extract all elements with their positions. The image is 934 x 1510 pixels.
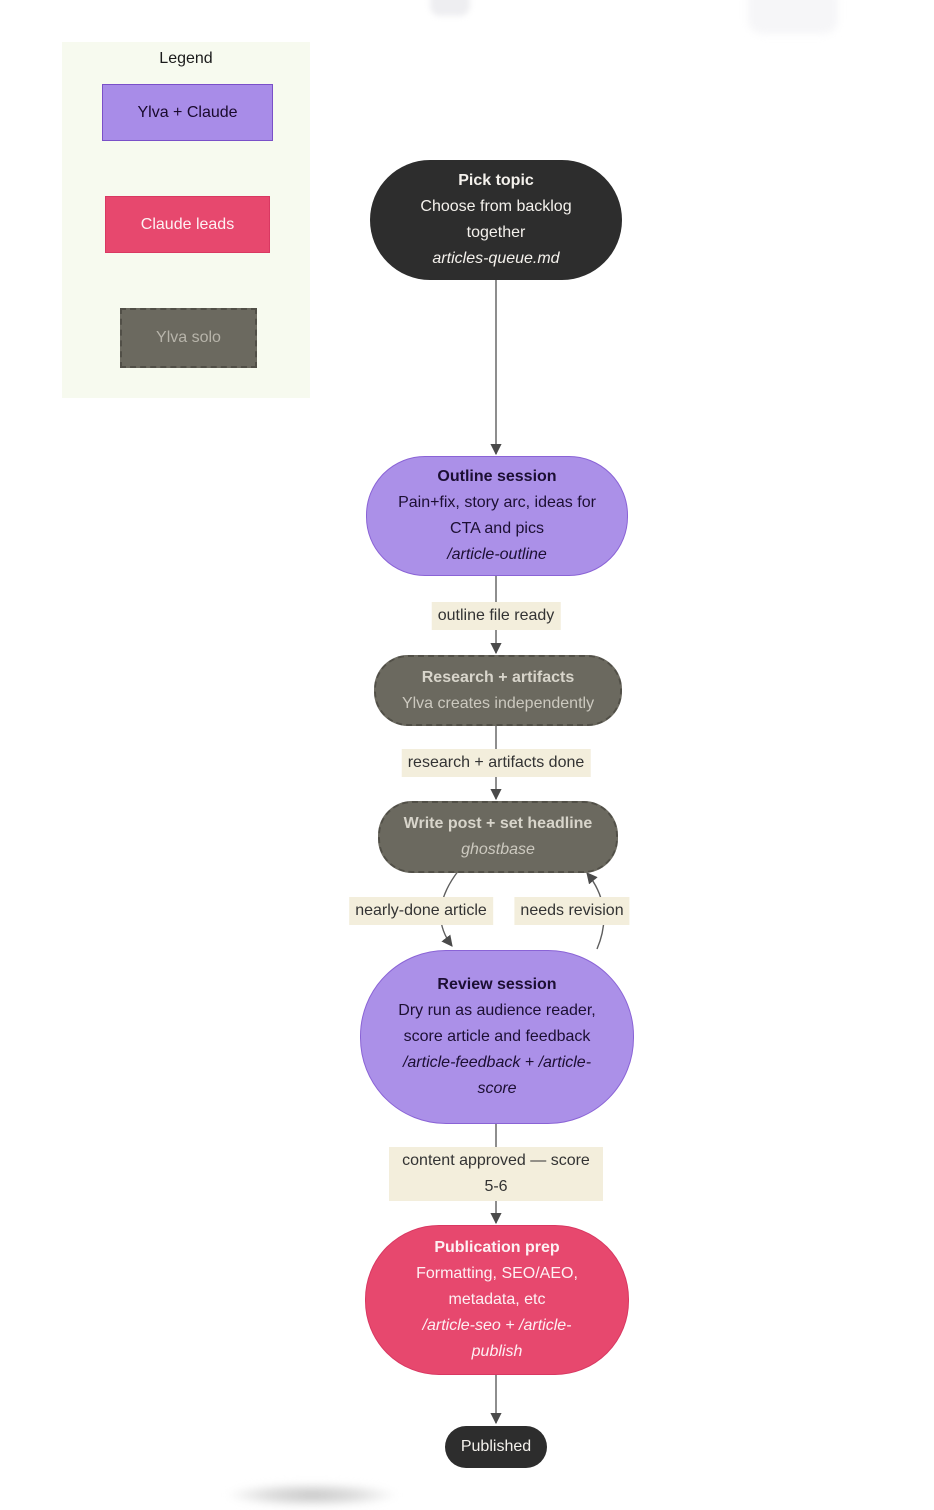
node-title: Outline session (437, 468, 557, 485)
legend-title: Legend (159, 50, 213, 67)
node-command: articles-queue.md (432, 250, 560, 267)
node-body: Formatting, SEO/AEO, metadata, etc (416, 1265, 578, 1308)
edge-label-content-approved: content approved — score 5-6 (389, 1147, 603, 1201)
node-review-session: Review session Dry run as audience reade… (360, 950, 634, 1124)
node-research-artifacts: Research + artifacts Ylva creates indepe… (374, 655, 622, 726)
node-text: Review session Dry run as audience reade… (398, 972, 596, 1102)
node-title: Research + artifacts (421, 668, 575, 686)
node-body: Ylva creates independently (401, 694, 595, 712)
node-text: Published (461, 1434, 531, 1460)
node-command: /article-feedback + /article-score (402, 1054, 592, 1097)
legend-item-claude-leads: Claude leads (105, 196, 270, 253)
node-body: Choose from backlog together (420, 198, 572, 241)
node-text: Outline session Pain+fix, story arc, ide… (388, 464, 606, 568)
edge-label-nearly-done-article: nearly-done article (349, 897, 493, 925)
node-outline-session: Outline session Pain+fix, story arc, ide… (366, 456, 628, 576)
node-title: Review session (437, 976, 557, 993)
node-title: Published (460, 1438, 532, 1455)
edge-label-research-artifacts-done: research + artifacts done (401, 749, 591, 777)
node-published: Published (445, 1426, 547, 1468)
legend-box: Legend Ylva + Claude Claude leads Ylva s… (62, 42, 310, 398)
node-publication-prep: Publication prep Formatting, SEO/AEO, me… (365, 1225, 629, 1375)
node-title: Pick topic (458, 172, 534, 189)
node-text: Research + artifacts Ylva creates indepe… (402, 665, 594, 717)
edge-label-needs-revision: needs revision (514, 897, 630, 925)
node-title: Write post + set headline (403, 815, 593, 832)
legend-item-label: Ylva + Claude (137, 103, 238, 121)
legend-item-ylva-solo: Ylva solo (120, 308, 257, 368)
legend-item-label: Ylva solo (156, 329, 221, 346)
node-text: Publication prep Formatting, SEO/AEO, me… (403, 1235, 591, 1365)
node-text: Pick topic Choose from backlog together … (396, 168, 596, 272)
node-body: Dry run as audience reader, score articl… (398, 1002, 596, 1045)
node-write-post: Write post + set headline ghostbase (378, 801, 618, 873)
legend-item-label: Claude leads (140, 215, 235, 233)
legend-item-ylva-claude: Ylva + Claude (102, 84, 273, 141)
node-pick-topic: Pick topic Choose from backlog together … (370, 160, 622, 280)
node-text: Write post + set headline ghostbase (404, 811, 593, 863)
node-title: Publication prep (434, 1239, 560, 1256)
edge-label-outline-file-ready: outline file ready (431, 602, 561, 630)
node-command: /article-seo + /article-publish (422, 1317, 572, 1360)
node-body: Pain+fix, story arc, ideas for CTA and p… (398, 494, 596, 537)
node-command: /article-outline (447, 546, 547, 563)
node-command: ghostbase (461, 841, 535, 858)
